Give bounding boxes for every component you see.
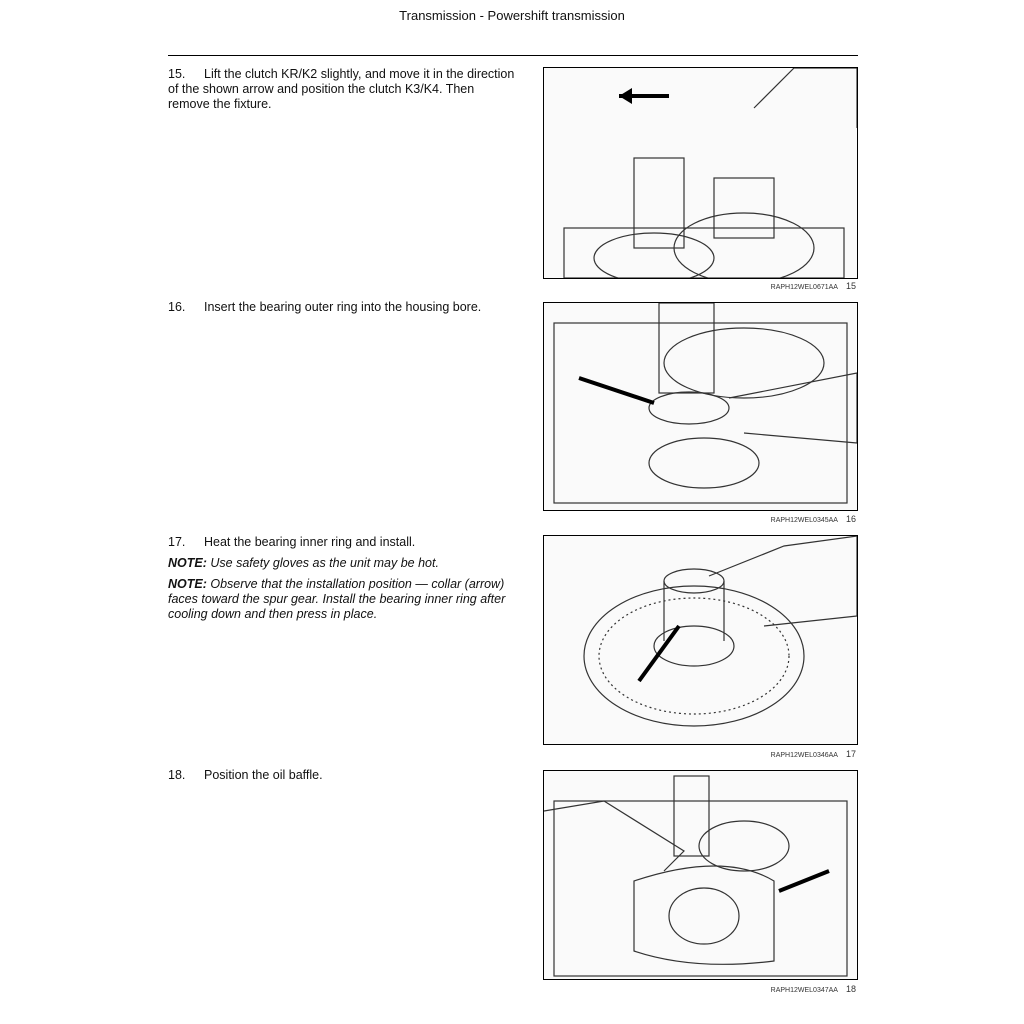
note: NOTE: Use safety gloves as the unit may … bbox=[168, 556, 439, 570]
figure-16-illustration bbox=[543, 302, 858, 511]
header-divider bbox=[168, 55, 858, 56]
step-text: Heat the bearing inner ring and install. bbox=[204, 535, 416, 549]
step-text: Insert the bearing outer ring into the h… bbox=[204, 300, 482, 314]
step-15: 15.Lift the clutch KR/K2 slightly, and m… bbox=[168, 67, 516, 118]
figure-15-illustration bbox=[543, 67, 858, 279]
step-text: Lift the clutch KR/K2 slightly, and move… bbox=[168, 67, 515, 111]
step-17: 17. Heat the bearing inner ring and insta… bbox=[168, 535, 516, 628]
step-number: 16. bbox=[168, 300, 186, 314]
step-text: Position the oil baffle. bbox=[204, 768, 323, 782]
figure-18-illustration bbox=[543, 770, 858, 980]
step-18: 18. Position the oil baffle. bbox=[168, 768, 516, 789]
figure-17-illustration bbox=[543, 535, 858, 745]
step-number: 18. bbox=[168, 768, 186, 782]
step-number: 17. bbox=[168, 535, 186, 549]
note: NOTE: Observe that the installation posi… bbox=[168, 577, 506, 621]
step-16: 16. Insert the bearing outer ring into th… bbox=[168, 300, 516, 321]
page-header: Transmission - Powershift transmission bbox=[399, 8, 625, 23]
step-number: 15. bbox=[168, 67, 186, 81]
